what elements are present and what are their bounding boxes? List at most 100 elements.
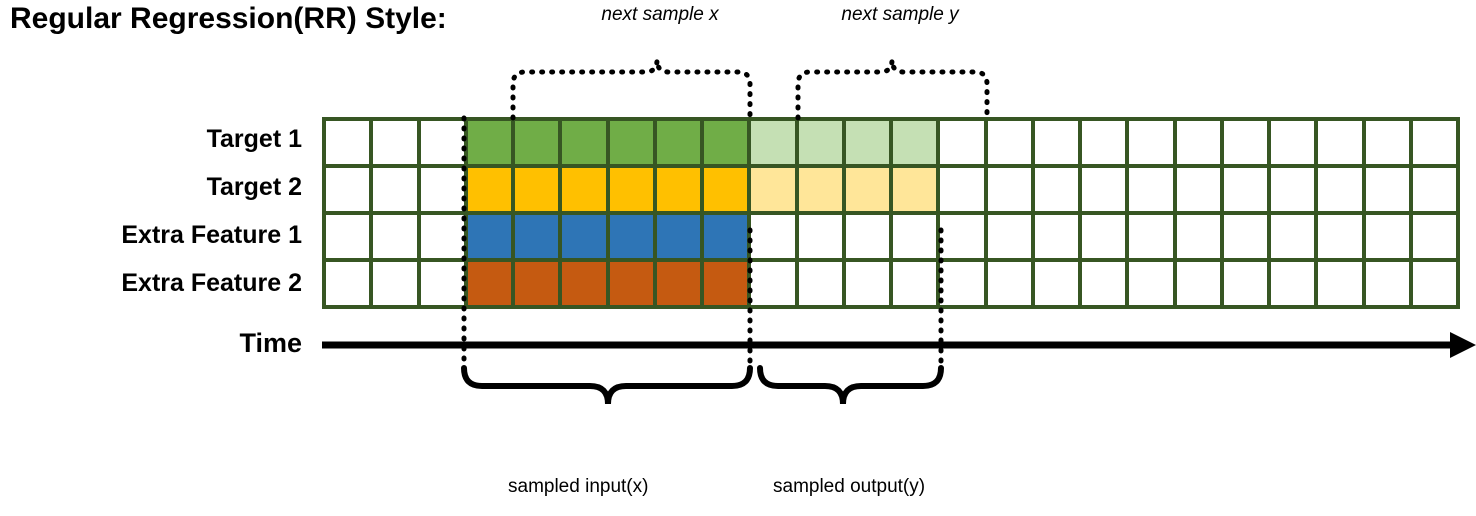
grid-cell-blank [1271, 215, 1315, 258]
grid-cell-input [515, 262, 559, 305]
grid-cell-input [467, 168, 511, 211]
grid-cell-input [704, 262, 748, 305]
grid-cell-blank [940, 215, 984, 258]
grid-row [326, 262, 1456, 305]
dotted-brace-output [795, 59, 990, 121]
grid-cell-blank [373, 215, 417, 258]
grid-cell-input [515, 215, 559, 258]
grid-cell-blank [987, 215, 1031, 258]
grid-cell-blank [987, 168, 1031, 211]
grid-cell-blank [1034, 262, 1078, 305]
grid-cell-blank [1365, 215, 1409, 258]
grid-cell-blank [798, 262, 842, 305]
grid-cell-blank [1082, 121, 1126, 164]
grid-cell-blank [893, 262, 937, 305]
grid-cell-input [515, 121, 559, 164]
grid-cell-input [609, 168, 653, 211]
grid-cell-blank [420, 215, 464, 258]
grid-cell-blank [751, 262, 795, 305]
grid-cell-output [845, 168, 889, 211]
grid-cell-blank [1318, 262, 1362, 305]
grid-cell-blank [845, 215, 889, 258]
grid-cell-blank [940, 262, 984, 305]
grid-cell-input [704, 215, 748, 258]
grid-cell-input [704, 168, 748, 211]
grid-cell-blank [798, 215, 842, 258]
grid-cell-blank [373, 121, 417, 164]
grid-cell-output [798, 168, 842, 211]
caption-output: sampled output(y) horizon=4 output_featu… [773, 423, 965, 516]
grid-cell-input [467, 262, 511, 305]
grid-cell-blank [1412, 215, 1456, 258]
grid-cell-blank [1082, 262, 1126, 305]
timeline-grid [322, 117, 1460, 309]
grid-cell-blank [1412, 168, 1456, 211]
grid-cell-blank [420, 262, 464, 305]
grid-cell-blank [420, 168, 464, 211]
grid-cell-blank [987, 121, 1031, 164]
caption-output-line1: sampled output(y) [773, 475, 926, 497]
grid-cell-output [751, 168, 795, 211]
grid-cell-blank [373, 262, 417, 305]
grid-cell-blank [1176, 168, 1220, 211]
grid-cell-blank [751, 215, 795, 258]
time-axis-arrowhead [1450, 332, 1476, 358]
grid-cell-input [562, 168, 606, 211]
row-label-target-2: Target 2 [206, 173, 302, 201]
grid-cell-blank [1318, 215, 1362, 258]
grid-cell-blank [326, 215, 370, 258]
grid-row [326, 168, 1456, 211]
brace-sampled-output [757, 365, 944, 405]
grid-cell-blank [940, 121, 984, 164]
grid-cell-blank [1365, 121, 1409, 164]
grid-cell-blank [1176, 121, 1220, 164]
grid-cell-blank [1034, 215, 1078, 258]
grid-cell-input [515, 168, 559, 211]
grid-cell-input [704, 121, 748, 164]
grid-cell-input [467, 121, 511, 164]
grid-cell-blank [1129, 215, 1173, 258]
grid-cell-blank [1129, 168, 1173, 211]
grid-cell-input [656, 121, 700, 164]
grid-cell-blank [1318, 168, 1362, 211]
grid-cell-blank [1271, 262, 1315, 305]
grid-cell-input [562, 121, 606, 164]
grid-cell-blank [1176, 262, 1220, 305]
grid-cell-blank [987, 262, 1031, 305]
grid-cell-output [845, 121, 889, 164]
grid-cell-blank [845, 262, 889, 305]
row-label-extra-feature-1: Extra Feature 1 [121, 221, 302, 249]
grid-cell-input [609, 262, 653, 305]
grid-cell-blank [326, 168, 370, 211]
grid-cell-blank [1271, 121, 1315, 164]
grid-row [326, 215, 1456, 258]
annotation-next-sample-y: next sample y [841, 4, 959, 25]
grid-cell-input [562, 215, 606, 258]
grid-cell-input [656, 215, 700, 258]
grid-cell-blank [1365, 262, 1409, 305]
grid-cell-blank [1271, 168, 1315, 211]
grid-cell-output [798, 121, 842, 164]
grid-cell-blank [1082, 215, 1126, 258]
grid-cell-blank [1318, 121, 1362, 164]
grid-cell-blank [326, 121, 370, 164]
row-label-extra-feature-2: Extra Feature 2 [121, 269, 302, 297]
grid-cell-blank [1082, 168, 1126, 211]
grid-cell-blank [893, 215, 937, 258]
grid-cell-blank [1412, 262, 1456, 305]
grid-cell-blank [1223, 168, 1267, 211]
grid-cell-input [467, 215, 511, 258]
grid-cell-blank [1034, 121, 1078, 164]
grid-cell-input [656, 262, 700, 305]
grid-cell-blank [1176, 215, 1220, 258]
annotation-next-sample-x: next sample x [601, 4, 719, 25]
caption-input: sampled input(x) lookback=6 input_featur… [508, 423, 688, 516]
dotted-brace-input [510, 59, 753, 121]
row-label-target-1: Target 1 [206, 125, 302, 153]
grid-cell-input [609, 215, 653, 258]
grid-cell-output [893, 121, 937, 164]
brace-sampled-input [461, 365, 753, 405]
grid-cell-blank [1223, 121, 1267, 164]
grid-cell-blank [420, 121, 464, 164]
grid-cell-input [656, 168, 700, 211]
